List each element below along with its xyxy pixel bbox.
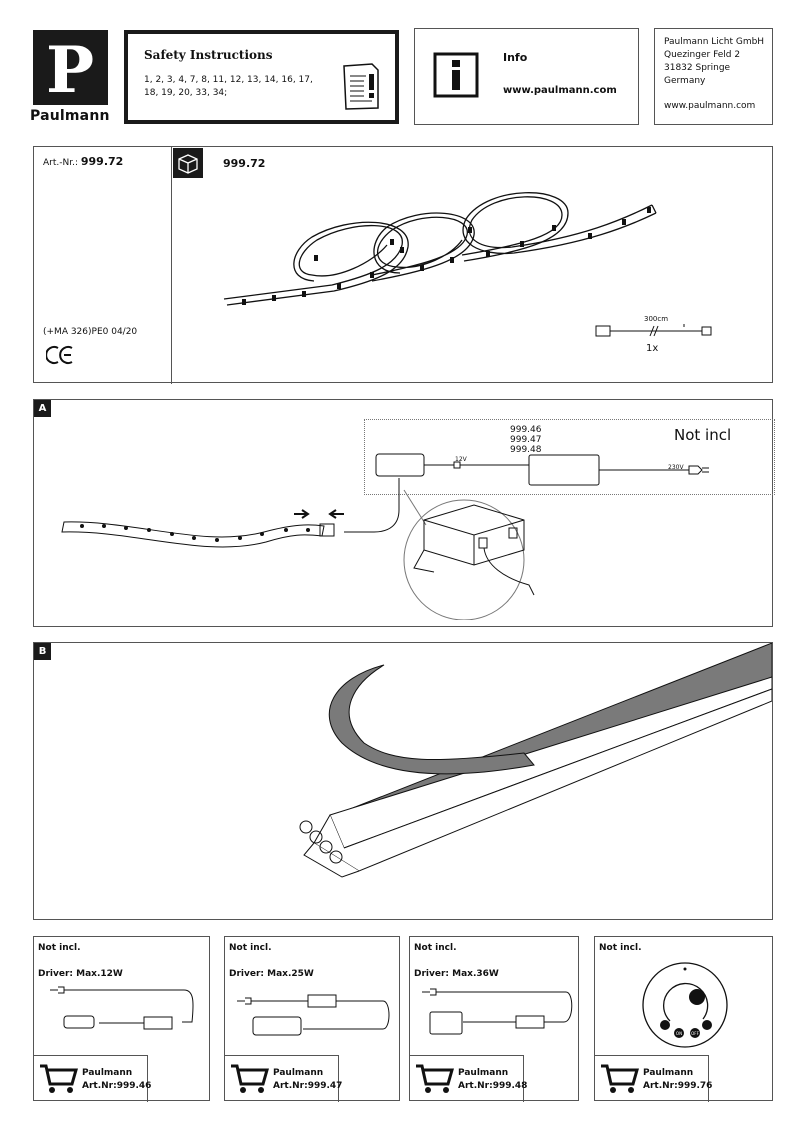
package-icon (173, 148, 203, 178)
article-number: Art.-Nr.: 999.72 (43, 155, 123, 168)
not-included-label: Not incl. (414, 943, 457, 953)
voltage-12v-label: 12V (455, 456, 467, 463)
connector-cable-icon (595, 324, 712, 337)
led-strip-roll-illustration (223, 192, 657, 306)
ma-code: (+MA 326)PE0 04/20 (43, 327, 138, 337)
article-label: Art.-Nr.: (43, 158, 78, 168)
address-box: Paulmann Licht GmbH Quezinger Feld 2 318… (654, 28, 773, 125)
info-box: Info www.paulmann.com (414, 28, 639, 125)
package-number: 999.72 (223, 157, 266, 170)
ce-mark-icon (46, 346, 73, 364)
quantity-label: 1x (646, 343, 659, 354)
shop-brand: Paulmann (643, 1068, 694, 1078)
section-b-panel: B (33, 642, 773, 920)
accessory-card: Not incl. ON OFF Paulmann Art.Nr:999.76 (594, 936, 773, 1102)
accessory-card: Not incl. Driver: Max.25W Paulmann Art.N… (224, 936, 400, 1102)
address-line: Paulmann Licht GmbH (664, 37, 765, 47)
shop-article: Art.Nr:999.76 (643, 1081, 713, 1091)
accessory-card: Not incl. Driver: Max.36W Paulmann Art.N… (409, 936, 579, 1102)
shop-link[interactable]: Paulmann Art.Nr:999.76 (595, 1055, 713, 1102)
brand-name: Paulmann (30, 108, 110, 124)
model-number: 999.47 (510, 435, 542, 445)
not-included-label: Not incl. (599, 943, 642, 953)
section-tag: A (34, 400, 51, 417)
safety-list: 1, 2, 3, 4, 7, 8, 11, 12, 13, 14, 16, 17… (144, 75, 313, 98)
product-panel: Art.-Nr.: 999.72 999.72 (+MA 326)PE0 04/… (33, 146, 773, 384)
not-included-area (364, 419, 775, 495)
info-title: Info (503, 51, 528, 64)
address-url[interactable]: www.paulmann.com (664, 101, 756, 111)
shop-article: Art.Nr:999.48 (458, 1081, 528, 1091)
model-number: 999.46 (510, 425, 542, 435)
driver-rating: Driver: Max.36W (414, 969, 499, 979)
shop-article: Art.Nr:999.46 (82, 1081, 152, 1091)
info-icon (433, 52, 479, 98)
shop-brand: Paulmann (82, 1068, 133, 1078)
address-line: Germany (664, 76, 706, 86)
section-a-panel: A 999.46 999.47 999.48 Not incl 12V 230V (33, 399, 775, 627)
section-tag: B (34, 643, 51, 660)
connection-diagram (61, 453, 709, 620)
safety-title: Safety Instructions (144, 48, 273, 62)
voltage-230v-label: 230V (668, 464, 684, 471)
shopping-cart-icon (231, 1064, 269, 1093)
paulmann-logo: P (33, 30, 108, 108)
shop-brand: Paulmann (273, 1068, 324, 1078)
cable-length-label: 300cm (644, 315, 669, 323)
shop-link[interactable]: Paulmann Art.Nr:999.47 (225, 1055, 343, 1102)
info-url[interactable]: www.paulmann.com (503, 85, 617, 96)
not-included-label: Not incl (674, 426, 732, 444)
safety-instructions-box: Safety Instructions 1, 2, 3, 4, 7, 8, 11… (124, 30, 399, 124)
shopping-cart-icon (601, 1064, 639, 1093)
article-value: 999.72 (80, 155, 124, 168)
shop-link[interactable]: Paulmann Art.Nr:999.46 (34, 1055, 152, 1102)
profile-mounting-illustration (299, 643, 772, 878)
shopping-cart-icon (40, 1064, 78, 1093)
dimmer-on-label: ON (676, 1031, 682, 1036)
not-included-label: Not incl. (229, 943, 272, 953)
dimmer-remote-icon: ON OFF (642, 962, 728, 1048)
shop-article: Art.Nr:999.47 (273, 1081, 343, 1091)
shop-link[interactable]: Paulmann Art.Nr:999.48 (410, 1055, 528, 1102)
document-warning-icon (343, 63, 379, 110)
driver-rating: Driver: Max.25W (229, 969, 314, 979)
driver-wiring-icon (422, 988, 573, 1035)
not-included-label: Not incl. (38, 943, 81, 953)
driver-wiring-icon (237, 994, 390, 1036)
model-number: 999.48 (510, 445, 542, 455)
driver-rating: Driver: Max.12W (38, 969, 123, 979)
svg-text:P: P (46, 33, 94, 105)
divider (171, 147, 172, 384)
dimmer-off-label: OFF (691, 1031, 699, 1036)
address-line: 31832 Springe (664, 63, 731, 73)
shopping-cart-icon (416, 1064, 454, 1093)
shop-brand: Paulmann (458, 1068, 509, 1078)
accessory-card: Not incl. Driver: Max.12W Paulmann Art.N… (33, 936, 210, 1102)
driver-wiring-icon (50, 986, 194, 1030)
driver-model-list: 999.46 999.47 999.48 (510, 425, 542, 455)
address-line: Quezinger Feld 2 (664, 50, 741, 60)
